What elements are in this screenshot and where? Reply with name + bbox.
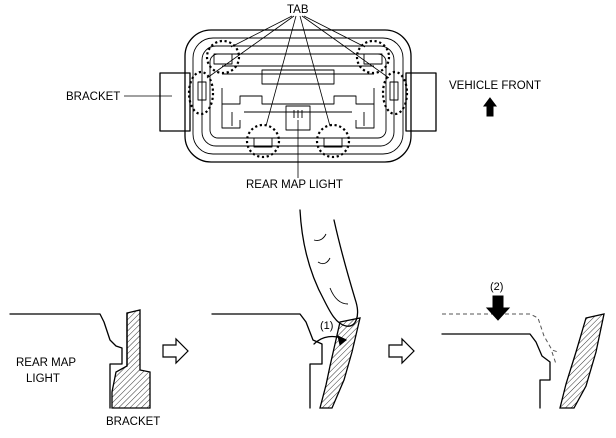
step2-label: (2) [490,281,503,293]
tab-label: TAB [287,4,309,16]
rear-map-light-label-top: REAR MAP LIGHT [246,179,343,191]
bracket-label-bottom: BRACKET [106,416,160,428]
rear-map-light-section-lowered [441,333,551,409]
tab-circle-lower-right [315,123,351,159]
next-step-arrow-icon [388,337,415,365]
rear-map-light-label-side-line2: LIGHT [26,373,60,385]
section-view-step2: (2) [441,281,605,409]
vehicle-front-indicator: VEHICLE FRONT [449,80,541,117]
tab-pocket [197,81,207,101]
tab-pocket [389,81,399,101]
tab-pocket [213,53,233,65]
section-view-step1: (1) [211,209,361,409]
tab-circle-right [381,70,409,116]
bracket-label-top: BRACKET [66,91,120,103]
housing-side-detail [221,88,375,129]
tab-circle-lower-left [245,123,281,159]
step1-label: (1) [320,320,333,332]
tab-leader-lines [206,15,390,127]
arrow-down-icon [485,295,511,321]
arrow-up-icon [483,97,497,117]
finger-knuckle [317,257,331,265]
finger-outline [299,209,359,327]
rear-map-light-section [211,313,323,409]
rear-map-light-label-side-line1: REAR MAP [16,357,76,369]
lens-center-block [261,69,335,85]
bracket-section-flexed [319,317,361,409]
rear-map-light-assembly-top-view: TAB BRACKET REAR MAP LIGHT [66,4,437,191]
push-arrow-icon [337,335,347,346]
bracket-section [111,309,151,409]
vehicle-front-label: VEHICLE FRONT [449,80,541,92]
tab-circle-upper-left [205,39,241,75]
bracket-section [559,313,605,409]
tab-circle-upper-right [355,39,391,75]
tab-pocket [253,137,273,148]
next-step-arrow-icon [162,337,189,365]
socket-outline [222,95,374,105]
light-original-position [551,351,557,365]
tab-pocket [323,137,343,148]
tab-pocket [363,53,383,65]
bracket-right-ear [405,72,437,132]
light-original-position [442,313,559,353]
section-view-before: REAR MAP LIGHT BRACKET [9,309,160,428]
finger-knuckle [313,233,327,241]
tab-circle-left [187,70,215,116]
rear-map-light-section [9,313,123,409]
finger-nail [329,287,349,305]
